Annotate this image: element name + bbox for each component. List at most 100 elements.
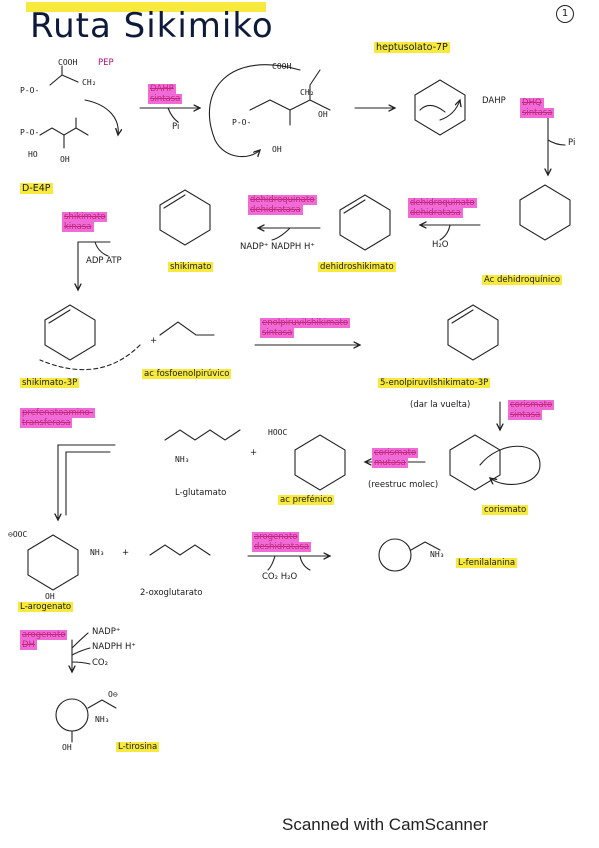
- arogenato-label: L-arogenato: [18, 602, 74, 612]
- epsp-ring: [447, 304, 499, 361]
- oxoglutarato-structure: [149, 544, 211, 556]
- cofactor-co2-h2o: CO₂ H₂O: [262, 572, 298, 582]
- corismato-ring: [449, 434, 501, 491]
- pep-structure: [49, 65, 79, 86]
- arrow-prefenato-at-inner: [65, 451, 111, 516]
- dashed-condensation: [39, 344, 141, 371]
- page-title: Ruta Sikimiko: [30, 6, 274, 46]
- page-number: 1: [556, 5, 574, 23]
- cyclization-curve: [208, 64, 301, 157]
- pep-label: PEP: [98, 58, 114, 68]
- pep-cooh: COOH: [58, 58, 78, 67]
- tirosina-ring: [55, 698, 89, 732]
- intermediate-oh: OH: [318, 110, 328, 119]
- tirosina-nh3: NH₃: [95, 715, 110, 724]
- shikimato3p-ring: [44, 304, 96, 361]
- cofactor-nadph-2: NADPH H⁺: [92, 642, 136, 652]
- shikimato3p-double: [48, 309, 71, 324]
- intermediate-oh-2: OH: [272, 145, 282, 154]
- glutamato-structure: [164, 429, 241, 441]
- arogenato-nh3: NH₃: [90, 548, 105, 557]
- cofactor-pi-2: Pi: [568, 138, 576, 148]
- fenilalanina-nh3: NH₃: [430, 550, 445, 559]
- intermediate-cooh: COOH: [272, 62, 292, 71]
- co2-h2o-branch: [267, 555, 311, 571]
- plus-2: +: [250, 448, 258, 458]
- enzyme-dhq-dehidratasa: dehidroquinato dehidratasa: [408, 198, 477, 218]
- pi-branch-1: [167, 107, 179, 123]
- enzyme-prefenato-at: prefenatoamino- transferasa: [20, 408, 95, 428]
- pi-branch-2: [547, 139, 566, 146]
- e4p-oh: OH: [60, 155, 70, 164]
- cofactor-nadph: NADP⁺ NADPH H⁺: [240, 242, 315, 252]
- pep-ch2: CH₂: [82, 78, 97, 87]
- dehidroquinico-ring: [519, 184, 571, 241]
- heptusolato-arrows: [419, 100, 460, 121]
- shikimato-ring: [159, 189, 211, 246]
- epsp-double: [451, 309, 474, 324]
- arogenato-ooc: ⊖OOC: [8, 530, 28, 539]
- oxoglutarato-label: 2-oxoglutarato: [140, 588, 203, 598]
- cofactor-nadp: NADP⁺: [92, 627, 121, 637]
- arrow-shikimato-kinasa: [78, 241, 111, 290]
- enzyme-shikimato-dh: dehidroquinato dehidratasa: [248, 195, 317, 215]
- corismato-label: corismato: [482, 505, 529, 515]
- dehidroshikimato-ring: [339, 194, 391, 251]
- enzyme-corismato-mutasa: corismato mutasa: [372, 448, 419, 468]
- e4p-po: P-O-: [20, 128, 40, 137]
- shikimato-3p-label: shikimato-3P: [20, 378, 80, 388]
- h2o-branch: [439, 224, 451, 241]
- intermediate-po: P-O-: [232, 118, 252, 127]
- enzyme-arogenato-dh2: arogenato DH: [20, 630, 68, 650]
- dehidroshikimato-label: dehidroshikimato: [318, 262, 396, 272]
- glutamato-nh3: NH₃: [175, 455, 190, 464]
- cofactor-adp-atp: ADP ATP: [86, 256, 122, 266]
- enzyme-arogenato-dh: arogenato deshidratasa: [252, 532, 312, 552]
- adp-atp-branch: [94, 241, 109, 257]
- arogenato-oh: OH: [45, 592, 55, 601]
- tirosina-ominus: O⊖: [108, 690, 118, 699]
- nadp-branch: [71, 632, 91, 665]
- pep-2-structure: [159, 321, 215, 336]
- intermediate-ch2: CH₂: [300, 88, 315, 97]
- enzyme-dhq-sintasa: DHQ sintasa: [520, 98, 555, 118]
- scanner-watermark: Scanned with CamScanner: [282, 815, 489, 834]
- cofactor-co2: CO₂: [92, 658, 109, 668]
- shikimato-label: shikimato: [168, 262, 214, 272]
- prefenico-ring: [294, 434, 346, 491]
- cofactor-pi-1: Pi: [172, 122, 180, 132]
- enzyme-corismato-sintasa: corismato sintasa: [508, 400, 555, 420]
- tirosina-oh: OH: [62, 743, 72, 752]
- epsp-label: 5-enolpiruvilshikimato-3P: [378, 378, 491, 388]
- e4p-structure: [39, 117, 89, 149]
- nadph-branch: [271, 227, 291, 241]
- plus-1: +: [150, 336, 158, 346]
- pep-po: P-O-: [20, 86, 40, 95]
- dehidroquinico-label: Ac dehidroquínico: [482, 275, 563, 285]
- shikimato-double: [163, 194, 186, 209]
- note-dar-la-vuelta: (dar la vuelta): [410, 400, 471, 410]
- corismato-rearrangement: [479, 445, 541, 485]
- dehidroshikimato-double: [343, 199, 366, 214]
- cofactor-h2o: H₂O: [432, 240, 449, 250]
- tirosina-label: L-tirosina: [116, 742, 160, 752]
- arogenato-ring: [27, 534, 79, 591]
- enzyme-shikimato-kinasa: shikimato kinasa: [62, 212, 108, 232]
- prefenico-label: ac prefénico: [278, 495, 335, 505]
- prefenico-hooc: HOOC: [268, 428, 288, 437]
- fenilalanina-label: L-fenilalanina: [456, 558, 518, 568]
- cofactor-dahp: DAHP: [482, 96, 506, 106]
- d-e4p-label: D-E4P: [20, 183, 53, 194]
- note-reestruc: (reestruc molec): [368, 480, 439, 490]
- heptusolato-label: heptusolato-7P: [374, 42, 450, 53]
- glutamato-label: L-glutamato: [175, 488, 227, 498]
- heptusolato-ring: [414, 79, 466, 136]
- fosfoenolpiruvico-label: ac fosfoenolpirúvico: [142, 369, 232, 379]
- tirosina-chain: [71, 699, 117, 743]
- aldol-curve: [84, 99, 118, 135]
- plus-3: +: [122, 548, 130, 558]
- fenilalanina-ring: [378, 538, 412, 572]
- enzyme-epsp-sintasa: enolpiruvilshikimato sintasa: [260, 318, 351, 338]
